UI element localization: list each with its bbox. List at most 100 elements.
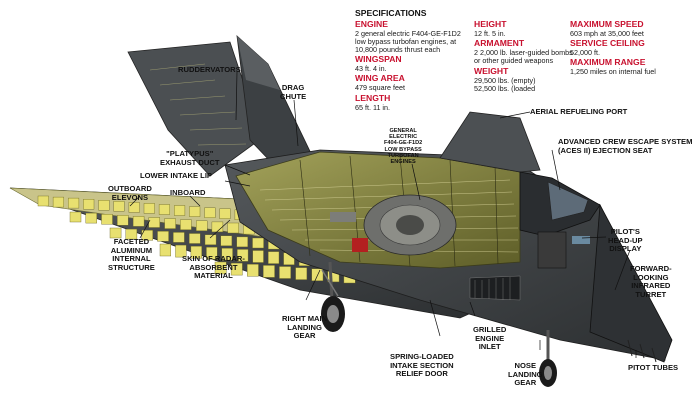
wing-rib (132, 216, 145, 227)
specifications-title: SPECIFICATIONS (355, 8, 427, 18)
wing-rib (37, 195, 49, 207)
label-grilled-engine-inlet: GRILLED ENGINE INLET (473, 325, 507, 352)
label-right-main-gear: RIGHT MAIN LANDING GEAR (282, 314, 328, 341)
right-main-gear-art (321, 261, 345, 332)
wing-rib (263, 265, 275, 278)
wing-rib (237, 249, 249, 262)
left-ruddervator (127, 41, 263, 177)
spec-armament: ARMAMENT 2 2,000 lb. laser-guided bombs … (474, 38, 573, 65)
spec-length-value: 65 ft. 11 in. (355, 102, 391, 112)
wing-rib (98, 199, 110, 211)
wing-rib (295, 267, 308, 280)
fuselage (224, 111, 673, 363)
label-skin-radar-absorbent: SKIN OF RADAR- ABSORBENT MATERIAL (182, 254, 245, 281)
cockpit (519, 171, 601, 269)
wing-rib (204, 234, 217, 245)
label-pitot-tubes: PITOT TUBES (628, 363, 679, 372)
wing-rib (190, 245, 202, 259)
label-lower-intake-lip: LOWER INTAKE LIP (140, 171, 212, 180)
wing-rib (252, 237, 264, 249)
wing-rib (173, 232, 185, 243)
spec-weight-heading: WEIGHT (474, 66, 509, 76)
spec-weight: WEIGHT 29,500 lbs. (empty) 52,500 lbs. (… (474, 66, 536, 93)
label-outboard-elevons: OUTBOARD ELEVONS (108, 184, 152, 202)
wing-rib (204, 207, 216, 218)
spec-engine-value: 2 general electric F404-GE-F1D2 low bypa… (355, 28, 461, 54)
wing-rib (206, 246, 218, 260)
spec-max-speed-heading: MAXIMUM SPEED (570, 19, 644, 29)
wing-rib (211, 221, 224, 233)
spec-max-speed-value: 603 mph at 35,000 feet (570, 28, 644, 38)
engine (330, 194, 457, 256)
spec-height: HEIGHT 12 ft. 5 in. (474, 19, 507, 38)
wing-rib (159, 243, 172, 257)
label-crew-escape-system: ADVANCED CREW ESCAPE SYSTEM (ACES II) EJ… (558, 137, 693, 155)
label-ruddervators: RUDDERVATORS (178, 65, 241, 74)
spec-armament-value: 2 2,000 lb. laser-guided bombs or other … (474, 47, 573, 65)
spec-service-ceiling: SERVICE CEILING 52,000 ft. (570, 38, 645, 57)
label-platypus-exhaust: "PLATYPUS" EXHAUST DUCT (160, 149, 220, 167)
label-spring-loaded-door: SPRING-LOADED INTAKE SECTION RELIEF DOOR (390, 352, 454, 379)
label-engine-callout: GENERAL ELECTRIC F404-GE-F1D2 LOW BYPASS… (384, 128, 423, 166)
label-pilot-hud: PILOT'S HEAD-UP DISPLAY (608, 227, 643, 254)
spec-wingspan: WINGSPAN 43 ft. 4 in. (355, 54, 402, 73)
label-inboard: INBOARD (170, 188, 206, 197)
spec-engine: ENGINE 2 general electric F404-GE-F1D2 l… (355, 19, 461, 54)
wing-rib (279, 266, 291, 279)
wing-rib (109, 227, 122, 239)
wing-rib (175, 244, 187, 258)
wing-rib (128, 202, 140, 213)
spec-armament-heading: ARMAMENT (474, 38, 525, 48)
label-faceted-structure: FACETED ALUMINUM INTERNAL STRUCTURE (108, 237, 155, 272)
wing-rib (69, 211, 82, 223)
wing-rib (164, 218, 176, 229)
spec-wing-area: WING AREA 479 square feet (355, 73, 405, 92)
wing-rib (113, 201, 125, 212)
wing-rib (143, 203, 155, 214)
spec-max-range-heading: MAXIMUM RANGE (570, 57, 646, 67)
wing-rib (230, 262, 243, 276)
spec-service-ceiling-value: 52,000 ft. (570, 47, 600, 57)
label-drag-chute: DRAG CHUTE (280, 83, 307, 101)
leader-lines (129, 71, 637, 358)
spec-wing-area-value: 479 square feet (355, 82, 405, 92)
wing-rib (180, 219, 192, 230)
wing-rib (125, 228, 138, 240)
spec-weight-value: 29,500 lbs. (empty) 52,500 lbs. (loaded (474, 75, 536, 93)
wing-rib (195, 220, 208, 232)
wing-rib (174, 205, 186, 216)
wing-rib (117, 215, 129, 226)
spec-height-heading: HEIGHT (474, 19, 507, 29)
wing-rib (236, 236, 248, 248)
wing-rib (311, 268, 324, 281)
wing-rib (157, 231, 169, 242)
wing-rib (246, 264, 259, 277)
spec-max-range-value: 1,250 miles on internal fuel (570, 66, 656, 76)
wing-rib (83, 198, 95, 210)
spec-wing-area-heading: WING AREA (355, 73, 405, 83)
wing-rib (268, 251, 280, 264)
label-nose-landing-gear: NOSE LANDING GEAR (508, 361, 543, 388)
label-flir-turret: FORWARD- LOOKING INFRARED TURRET (630, 264, 672, 299)
spec-engine-heading: ENGINE (355, 19, 388, 29)
wing-rib (148, 217, 161, 228)
wing-rib (252, 250, 264, 263)
wing-rib (158, 204, 170, 215)
wing-rib (85, 212, 98, 224)
wing-rib (214, 261, 227, 275)
wing-rib (188, 233, 201, 244)
wing-rib (219, 208, 231, 219)
spec-length-heading: LENGTH (355, 93, 391, 103)
wing-rib (52, 196, 64, 208)
nose-gear-art (539, 330, 557, 387)
spec-length: LENGTH 65 ft. 11 in. (355, 93, 391, 112)
spec-wingspan-heading: WINGSPAN (355, 54, 402, 64)
engine-inlet-grille (469, 275, 521, 301)
wing-rib (220, 235, 233, 247)
wing-rib (227, 222, 239, 234)
spec-height-value: 12 ft. 5 in. (474, 28, 506, 38)
wing-rib (101, 213, 113, 225)
spec-wingspan-value: 43 ft. 4 in. (355, 63, 387, 73)
